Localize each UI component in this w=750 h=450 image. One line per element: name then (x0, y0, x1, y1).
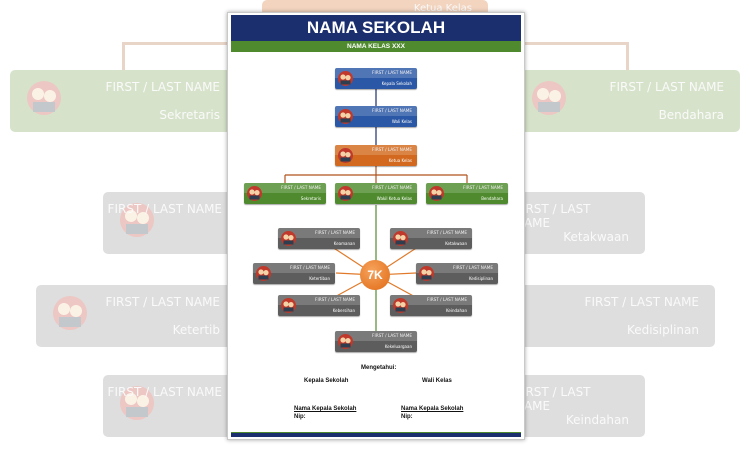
avatar-icon (338, 334, 353, 349)
signature-right-title: Wali Kelas (422, 378, 452, 384)
name-label: FIRST / LAST NAME (372, 333, 412, 338)
bg-box-left-3: FIRST / LAST NAME Ketertib (36, 285, 236, 347)
name-label: FIRST / LAST NAME (290, 265, 330, 270)
name-label: FIRST / LAST NAME (315, 230, 355, 235)
avatar-icon (338, 148, 353, 163)
avatar-icon (338, 186, 353, 201)
avatar-icon (532, 81, 566, 115)
name-label: FIRST / LAST NAME (427, 230, 467, 235)
avatar-icon (393, 231, 408, 246)
box-ketua-kelas: FIRST / LAST NAME Ketua Kelas (335, 145, 417, 166)
signature-left-title: Kepala Sekolah (304, 378, 349, 384)
role-label: Wali Kelas (391, 119, 412, 124)
role-label: Kebersihan (332, 308, 355, 313)
seven-k-badge: 7K (360, 260, 390, 290)
signature-heading: Mengetahui: (361, 365, 397, 371)
signature-right-name: Nama Kepala Sekolah (401, 406, 464, 412)
role-label: Ketertiban (309, 276, 330, 281)
box-kekeluargaan: FIRST / LAST NAME Kekeluargaan (335, 331, 417, 352)
name-label: FIRST / LAST NAME (427, 297, 467, 302)
footer-bar (231, 432, 521, 437)
bg-box-right-2: FIRST / LAST NAME Ketakwaan (515, 192, 645, 254)
avatar-icon (393, 298, 408, 313)
role-label: Sekretaris (300, 196, 321, 201)
avatar-icon (120, 386, 154, 420)
role-label: Kekeluargaan (384, 344, 412, 349)
role-label: Wakil Ketua Kelas (376, 196, 412, 201)
bg-box-left-4: FIRST / LAST NAME (103, 375, 238, 437)
bg-box-right-1: FIRST / LAST NAME Bendahara (515, 70, 740, 132)
role-label: Ketakwaan (445, 241, 467, 246)
box-keindahan: FIRST / LAST NAME Keindahan (390, 295, 472, 316)
avatar-icon (419, 266, 434, 281)
name-label: FIRST / LAST NAME (463, 185, 503, 190)
role-label: Keindahan (445, 308, 467, 313)
bg-box-right-4: FIRST / LAST NAME Keindahan (515, 375, 645, 437)
avatar-icon (429, 186, 444, 201)
avatar-icon (27, 81, 61, 115)
box-keamanan: FIRST / LAST NAME Keamanan (278, 228, 360, 249)
name-label: FIRST / LAST NAME (281, 185, 321, 190)
class-subtitle: NAMA KELAS XXX (231, 41, 521, 52)
org-chart-document: NAMA SEKOLAH NAMA KELAS XXX FIRST / LAST… (227, 12, 525, 440)
bg-box-left-1: FIRST / LAST NAME Sekretaris (10, 70, 236, 132)
role-label: Keamanan (333, 241, 355, 246)
role-label: Ketua Kelas (388, 158, 412, 163)
avatar-icon (247, 186, 262, 201)
signature-left-nip: Nip: (294, 414, 306, 420)
role-label: Kedisiplinan (468, 276, 493, 281)
avatar-icon (338, 71, 353, 86)
avatar-icon (120, 203, 154, 237)
name-label: FIRST / LAST NAME (372, 147, 412, 152)
name-label: FIRST / LAST NAME (315, 297, 355, 302)
bg-box-left-2: FIRST / LAST NAME (103, 192, 238, 254)
box-wali-kelas: FIRST / LAST NAME Wali Kelas (335, 106, 417, 127)
avatar-icon (281, 298, 296, 313)
avatar-icon (256, 266, 271, 281)
signature-right-nip: Nip: (401, 414, 413, 420)
role-label: Kepala Sekolah (381, 81, 412, 86)
role-label: Bendahara (481, 196, 503, 201)
box-sekretaris: FIRST / LAST NAME Sekretaris (244, 183, 326, 204)
box-ketertiban: FIRST / LAST NAME Ketertiban (253, 263, 335, 284)
box-bendahara: FIRST / LAST NAME Bendahara (426, 183, 508, 204)
page-title: NAMA SEKOLAH (231, 15, 521, 41)
avatar-icon (53, 296, 87, 330)
box-kebersihan: FIRST / LAST NAME Kebersihan (278, 295, 360, 316)
box-ketakwaan: FIRST / LAST NAME Ketakwaan (390, 228, 472, 249)
avatar-icon (281, 231, 296, 246)
name-label: FIRST / LAST NAME (372, 185, 412, 190)
avatar-icon (338, 109, 353, 124)
bg-box-right-3: FIRST / LAST NAME Kedisiplinan (515, 285, 715, 347)
box-kedisiplinan: FIRST / LAST NAME Kedisiplinan (416, 263, 498, 284)
name-label: FIRST / LAST NAME (372, 108, 412, 113)
box-kepala-sekolah: FIRST / LAST NAME Kepala Sekolah (335, 68, 417, 89)
signature-left-name: Nama Kepala Sekolah (294, 406, 357, 412)
name-label: FIRST / LAST NAME (453, 265, 493, 270)
name-label: FIRST / LAST NAME (372, 70, 412, 75)
box-wakil-ketua-kelas: FIRST / LAST NAME Wakil Ketua Kelas (335, 183, 417, 204)
